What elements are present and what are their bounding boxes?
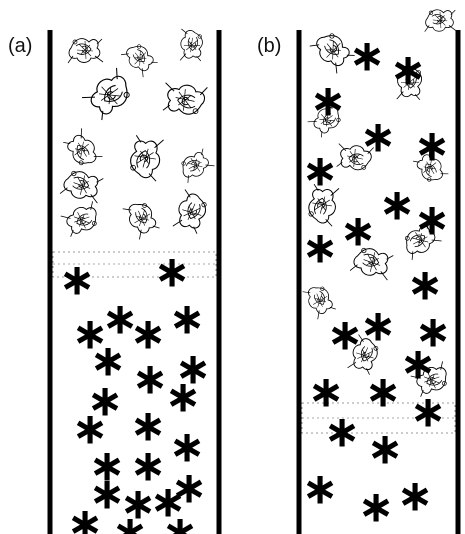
solute-star-icon: ∗ xyxy=(102,293,139,344)
stars-a: ∗∗∗∗∗∗∗∗∗∗∗∗∗∗∗∗∗∗∗∗∗∗∗ xyxy=(59,246,212,534)
protein-molecule-icon xyxy=(80,67,138,122)
protein-molecule-icon xyxy=(59,167,105,205)
protein-molecule-icon xyxy=(122,197,161,241)
solute-star-icon: ∗ xyxy=(400,338,437,389)
stars-b: ∗∗∗∗∗∗∗∗∗∗∗∗∗∗∗∗∗∗∗∗∗∗∗ xyxy=(302,30,452,532)
solute-star-icon: ∗ xyxy=(379,179,416,230)
protein-molecule-icon xyxy=(120,39,159,79)
solute-star-icon: ∗ xyxy=(360,300,397,351)
solute-star-icon: ∗ xyxy=(358,481,395,532)
solute-star-icon: ∗ xyxy=(367,423,404,474)
solute-star-icon: ∗ xyxy=(327,309,364,360)
protein-molecule-icon xyxy=(178,28,204,63)
solute-star-icon: ∗ xyxy=(112,506,149,534)
solute-star-icon: ∗ xyxy=(390,44,427,95)
solute-star-icon: ∗ xyxy=(59,254,96,305)
protein-molecule-icon xyxy=(171,189,211,236)
solute-star-icon: ∗ xyxy=(340,205,377,256)
solute-star-icon: ∗ xyxy=(308,366,345,417)
solute-star-icon: ∗ xyxy=(150,476,187,527)
solute-star-icon: ∗ xyxy=(302,222,339,273)
protein-molecule-icon xyxy=(424,9,457,33)
solute-star-icon: ∗ xyxy=(302,463,339,514)
solute-star-icon: ∗ xyxy=(415,306,452,357)
solute-star-icon: ∗ xyxy=(169,293,206,344)
protein-molecule-icon xyxy=(59,200,103,238)
column-a-dotted-band xyxy=(52,251,217,278)
solute-star-icon: ∗ xyxy=(360,111,397,162)
solute-star-icon: ∗ xyxy=(414,194,451,245)
protein-molecule-icon xyxy=(176,147,216,184)
solute-star-icon: ∗ xyxy=(414,120,451,171)
panel-a: (a) ∗∗∗∗∗∗∗∗∗∗∗∗∗∗∗∗∗∗∗∗∗∗∗ xyxy=(8,28,222,534)
solute-star-icon: ∗ xyxy=(324,406,361,457)
solute-star-icon: ∗ xyxy=(132,353,169,404)
solute-star-icon: ∗ xyxy=(89,468,126,519)
solute-star-icon: ∗ xyxy=(365,366,402,417)
solute-star-icon: ∗ xyxy=(130,440,167,491)
solute-star-icon: ∗ xyxy=(410,386,447,437)
solute-star-icon: ∗ xyxy=(154,246,191,297)
solute-star-icon: ∗ xyxy=(169,421,206,472)
solute-star-icon: ∗ xyxy=(87,375,124,426)
solute-star-icon: ∗ xyxy=(72,403,109,454)
solute-star-icon: ∗ xyxy=(130,308,167,359)
solute-star-icon: ∗ xyxy=(72,308,109,359)
solute-star-icon: ∗ xyxy=(130,400,167,451)
protein-molecule-icon xyxy=(67,38,104,64)
proteins-a xyxy=(59,28,216,241)
solute-star-icon: ∗ xyxy=(349,30,386,81)
solute-star-icon: ∗ xyxy=(310,75,347,126)
solute-star-icon: ∗ xyxy=(302,145,339,196)
panel-b: (b) ∗∗∗∗∗∗∗∗∗∗∗∗∗∗∗∗∗∗∗∗∗∗∗ xyxy=(257,9,461,534)
panel-b-label: (b) xyxy=(257,35,281,57)
solute-star-icon: ∗ xyxy=(89,440,126,491)
solute-star-icon: ∗ xyxy=(67,498,104,534)
protein-molecule-icon xyxy=(126,133,166,182)
solute-star-icon: ∗ xyxy=(171,462,208,513)
solute-star-icon: ∗ xyxy=(407,259,444,310)
solute-star-icon: ∗ xyxy=(120,478,157,529)
protein-molecule-icon xyxy=(61,127,103,171)
solute-star-icon: ∗ xyxy=(165,371,202,422)
solute-star-icon: ∗ xyxy=(175,343,212,394)
solute-star-icon: ∗ xyxy=(162,506,199,534)
solute-star-icon: ∗ xyxy=(90,335,127,386)
panel-a-label: (a) xyxy=(8,35,32,57)
solute-star-icon: ∗ xyxy=(397,470,434,521)
protein-molecule-icon xyxy=(161,81,208,117)
